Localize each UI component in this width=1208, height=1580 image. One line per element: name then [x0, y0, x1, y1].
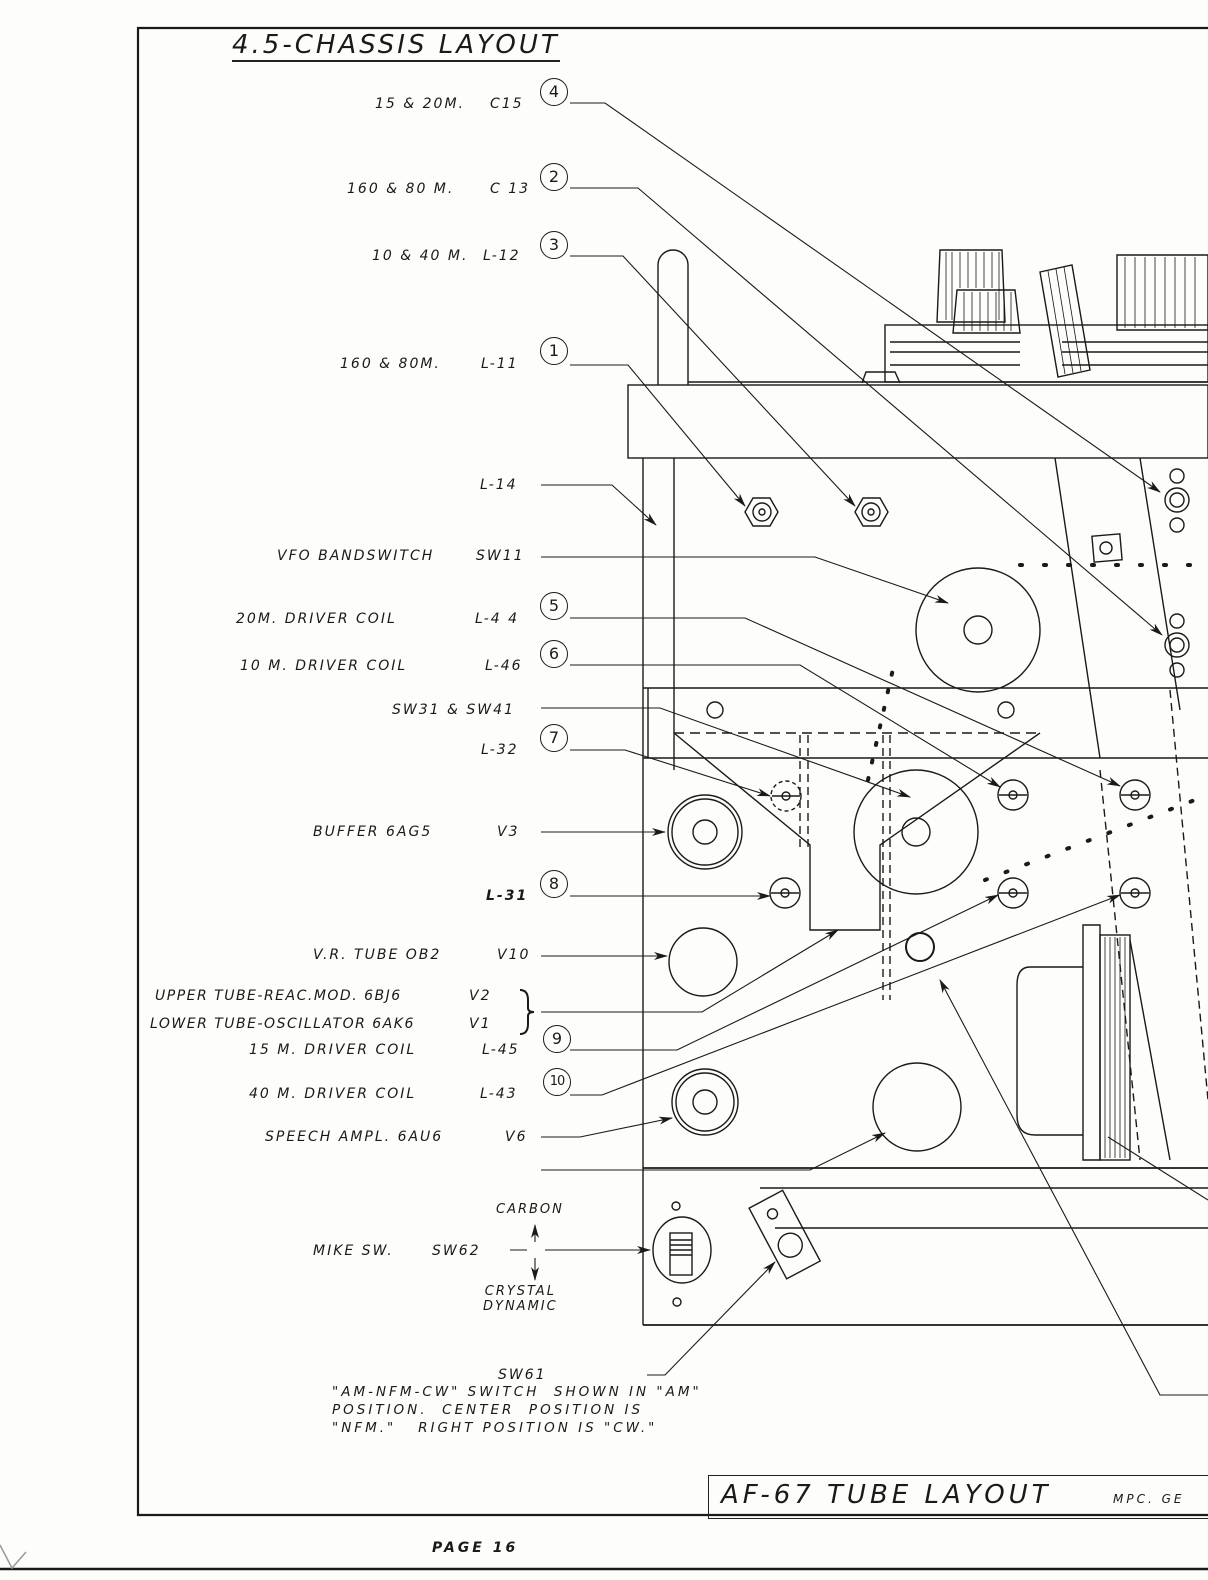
callout-ref: SW11: [476, 548, 525, 564]
screw-x: [706, 701, 1015, 719]
callout-desc: LOWER TUBE-OSCILLATOR 6AK6: [150, 1016, 415, 1032]
hex-nut-l11: [744, 497, 779, 527]
knob-3: [1039, 264, 1091, 378]
callout-number: 6: [540, 640, 568, 668]
callout-ref: L-4 4: [475, 611, 520, 627]
callout-number: 2: [540, 163, 568, 191]
callout-desc: 160 & 80M.: [340, 356, 441, 372]
knob-4: [1116, 254, 1208, 331]
trimmer-c13: [1164, 613, 1190, 678]
callout-ref: C15: [490, 96, 524, 112]
slug-l45: [997, 877, 1029, 909]
callout-ref: V2: [469, 988, 492, 1004]
trimmer-c15: [1164, 468, 1190, 533]
sw61-ref: SW61: [498, 1367, 547, 1383]
callout-ref: V10: [497, 947, 531, 963]
title-block-sub: MPC. GE: [1113, 1492, 1185, 1506]
tube-v3: [667, 794, 743, 870]
tube-v2-v1: [872, 1062, 962, 1152]
callout-ref: L-11: [481, 356, 519, 372]
front-panel-top: [627, 384, 1208, 459]
callout-desc: SPEECH AMPL. 6AU6: [265, 1129, 444, 1145]
title-block: AF-67 TUBE LAYOUT MPC. GE: [708, 1475, 1208, 1519]
callout-number: 5: [540, 592, 568, 620]
callout-number: 7: [540, 724, 568, 752]
sw61-note: "AM-NFM-CW" SWITCH SHOWN IN "AM" POSITIO…: [332, 1384, 702, 1436]
callout-ref: L-46: [485, 658, 523, 674]
callout-ref: SW31 & SW41: [392, 702, 515, 718]
callout-ref: V1: [469, 1016, 492, 1032]
callout-desc: 160 & 80 M.: [347, 181, 455, 197]
tube-v10: [668, 927, 738, 997]
hex-nut-l12: [854, 497, 889, 527]
page-frame: [136, 26, 1208, 1517]
callout-number: 8: [540, 870, 568, 898]
callout-desc: 20M. DRIVER COIL: [236, 611, 397, 627]
mike-crystal-label: CRYSTAL DYNAMIC: [483, 1284, 558, 1314]
slug-l46: [997, 779, 1029, 811]
callout-ref: V6: [505, 1129, 528, 1145]
knob-2: [952, 289, 1021, 334]
callout-ref: L-32: [481, 742, 519, 758]
callout-ref: L-14: [480, 477, 518, 493]
page-title: 4.5-CHASSIS LAYOUT: [232, 30, 560, 62]
callout-desc: 40 M. DRIVER COIL: [249, 1086, 417, 1102]
callout-number: 9: [543, 1025, 571, 1053]
title-block-main: AF-67 TUBE LAYOUT: [721, 1480, 1052, 1510]
callout-ref: L-43: [480, 1086, 518, 1102]
gear-vfo: [915, 567, 1041, 693]
callout-ref: C 13: [490, 181, 531, 197]
knob-1: [936, 249, 1006, 323]
callout-number: 4: [540, 78, 568, 106]
callout-desc: V.R. TUBE OB2: [313, 947, 442, 963]
slug-l44: [1119, 779, 1151, 811]
callout-desc: 10 & 40 M.: [372, 248, 469, 264]
callout-desc: 15 & 20M.: [375, 96, 465, 112]
callout-number: 1: [540, 337, 568, 365]
mike-carbon-label: CARBON: [496, 1202, 564, 1217]
sw61-body: [748, 1189, 822, 1280]
callout-ref: L-31: [486, 888, 529, 904]
callout-number: 10: [543, 1068, 571, 1096]
callout-desc: 15 M. DRIVER COIL: [249, 1042, 417, 1058]
callout-desc: UPPER TUBE-REAC.MOD. 6BJ6: [155, 988, 402, 1004]
tube-v6: [671, 1068, 739, 1136]
mike-switch-body: [652, 1201, 712, 1307]
callout-desc: BUFFER 6AG5: [313, 824, 433, 840]
callout-number: 3: [540, 231, 568, 259]
gear-sw31: [853, 769, 979, 895]
handle: [657, 249, 689, 385]
callout-ref: L-12: [483, 248, 521, 264]
slug-l31: [769, 877, 801, 909]
callout-ref: SW62: [432, 1243, 481, 1259]
page-number: PAGE 16: [432, 1540, 519, 1556]
callout-desc: MIKE SW.: [313, 1243, 394, 1259]
callout-ref: V3: [497, 824, 520, 840]
callout-desc: 10 M. DRIVER COIL: [240, 658, 408, 674]
slug-l43: [1119, 877, 1151, 909]
callout-desc: VFO BANDSWITCH: [277, 548, 435, 564]
callout-ref: L-45: [482, 1042, 520, 1058]
slug-l32: [770, 780, 802, 812]
